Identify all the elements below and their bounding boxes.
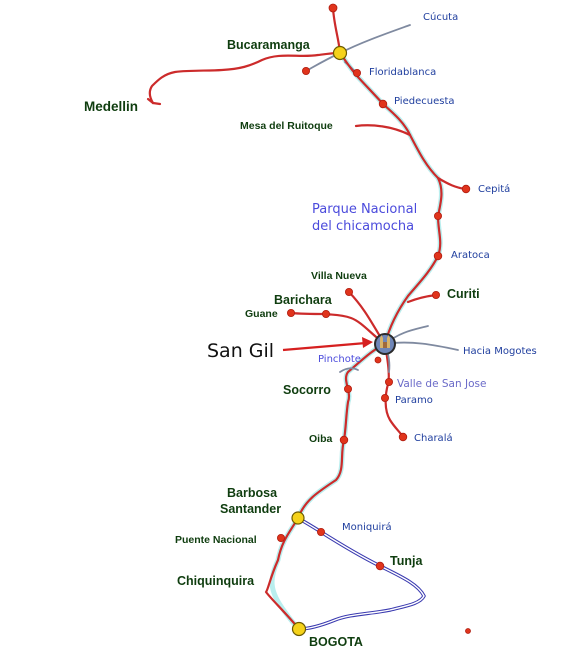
dot-charala [398, 432, 408, 442]
label-pinchote: Pinchote [318, 354, 361, 365]
dot-villa-nueva [344, 287, 353, 296]
road-piedecuesta-aratoca [383, 133, 443, 346]
dot-bucaramanga [332, 45, 348, 61]
dot-moniquira [316, 528, 325, 537]
label-cepita: Cepitá [478, 183, 510, 195]
road-barbosa-tunja-bogota [296, 516, 426, 631]
dot-west-bucaramanga [301, 67, 310, 76]
dot-aratoca [433, 251, 443, 261]
label-oiba: Oiba [309, 433, 332, 445]
label-bucaramanga: Bucaramanga [227, 38, 311, 52]
dot-tunja [375, 561, 385, 571]
label-aratoca: Aratoca [451, 250, 490, 261]
road-pinchote-loop [339, 367, 359, 373]
road-to-cucuta [339, 24, 411, 54]
dot-pinchote [374, 356, 382, 364]
label-barichara: Barichara [274, 293, 333, 307]
label-mesa-del-ruitoque: Mesa del Ruitoque [240, 120, 333, 132]
label-tunja: Tunja [390, 554, 423, 568]
label-cucuta: Cúcuta [423, 11, 458, 23]
road-barichara-guane [289, 311, 328, 316]
dot-barbosa [291, 511, 305, 525]
road-medellin-bucaramanga [148, 51, 342, 105]
road-barbosa-tunja-bogota-inner [297, 517, 425, 630]
label-villa-nueva: Villa Nueva [311, 270, 367, 282]
label-guane: Guane [245, 308, 278, 320]
label-floridablanca: Floridablanca [369, 67, 436, 78]
dot-parque [433, 211, 442, 220]
label-valle-de-san-jose: Valle de San Jose [397, 378, 486, 390]
road-bucaramanga-piedecuesta [338, 51, 412, 137]
road-to-curiti [406, 293, 438, 304]
dot-cepita [461, 184, 471, 194]
road-to-charala [383, 342, 405, 439]
label-chiquinquira: Chiquinquira [177, 574, 255, 588]
label-parque-line1: Parque Nacional [312, 202, 417, 217]
dot-north [328, 3, 338, 13]
label-socorro: Socorro [283, 383, 331, 397]
label-parque-line2: del chicamocha [312, 219, 414, 234]
dot-socorro [343, 384, 352, 393]
dot-barichara [321, 309, 330, 318]
dot-valle-de-san-jose [384, 377, 393, 386]
label-san-gil: San Gil [207, 340, 274, 362]
road-san-gil-barichara [324, 312, 387, 346]
road-barbosa-bogota [264, 516, 301, 631]
road-mesa-del-ruitoque [354, 124, 412, 137]
dot-oiba [339, 435, 349, 445]
dot-piedecuesta [378, 99, 388, 109]
label-puente-nacional: Puente Nacional [175, 534, 257, 546]
label-paramo: Paramo [395, 395, 433, 406]
label-piedecuesta: Piedecuesta [394, 96, 455, 107]
dot-guane [286, 308, 295, 317]
dot-curiti [431, 290, 440, 299]
label-curiti: Curiti [447, 287, 480, 301]
dot-paramo [380, 393, 389, 402]
arrow-right-icon [282, 337, 373, 352]
town-markers [276, 3, 471, 637]
dot-floridablanca [352, 69, 361, 78]
label-barbosa-line2: Santander [220, 502, 281, 516]
dot-bogota [291, 621, 307, 637]
road-medellin-hook [146, 97, 162, 106]
label-hacia-mogotes: Hacia Mogotes [463, 346, 537, 357]
label-bogota: BOGOTA [309, 635, 363, 649]
place-labels: Cúcuta Bucaramanga Floridablanca Medelli… [84, 11, 537, 649]
label-barbosa-line1: Barbosa [227, 486, 278, 500]
label-charala: Charalá [414, 432, 453, 444]
dot-far-east [465, 628, 471, 634]
church-icon [374, 333, 396, 355]
dot-puente-nacional [276, 534, 285, 543]
label-medellin: Medellin [84, 99, 138, 114]
label-moniquira: Moniquirá [342, 521, 392, 533]
